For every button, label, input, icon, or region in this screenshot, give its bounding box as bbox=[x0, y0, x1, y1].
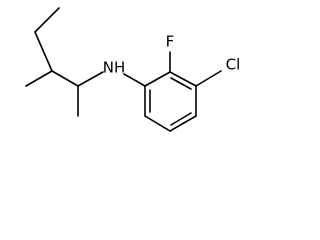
benzene-ring bbox=[144, 71, 197, 132]
chlorine-label: Cl bbox=[226, 56, 241, 74]
bond-ch2-methyl-left bbox=[25, 70, 53, 87]
molecule-structure-canvas: F Cl NH bbox=[0, 0, 256, 147]
bond-c3-chlorine bbox=[195, 70, 222, 87]
bond-ch2-ch2-up bbox=[34, 31, 53, 72]
bond-ch2-terminal-methyl bbox=[34, 7, 60, 33]
ring-bond-c4-c5 bbox=[169, 115, 197, 132]
ring-bond-c5-c6 bbox=[144, 115, 171, 132]
ring-bond-c1-c2 bbox=[144, 71, 171, 87]
alkyl-chain bbox=[25, 7, 104, 117]
bond-nitrogen-ch bbox=[77, 71, 104, 87]
ring-double-bond-c2-c3 bbox=[170, 77, 192, 90]
nitrogen-h-label: NH bbox=[103, 59, 126, 77]
bond-c1-nitrogen bbox=[123, 73, 146, 87]
ring-double-bond-c4-c5 bbox=[170, 112, 192, 126]
fluorine-label: F bbox=[166, 33, 175, 51]
bond-ch-ch2 bbox=[51, 70, 79, 87]
molecule-svg: F Cl NH bbox=[25, 7, 241, 132]
ring-bond-c2-c3 bbox=[169, 71, 197, 87]
